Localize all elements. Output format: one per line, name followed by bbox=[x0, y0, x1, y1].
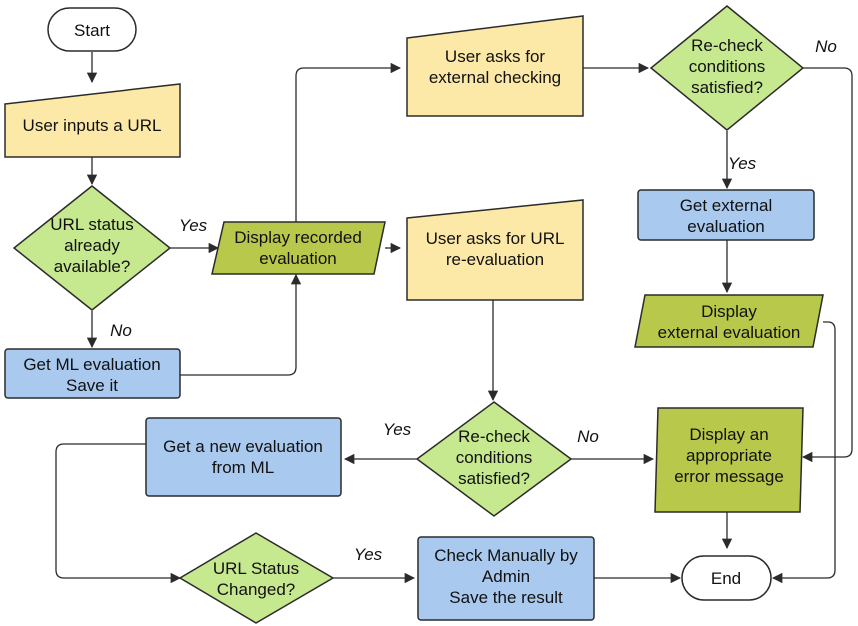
get-new-ml-label-1: Get a new evaluation bbox=[163, 437, 323, 456]
recheck-mid-label-2: conditions bbox=[456, 448, 533, 467]
check-manual-label-1: Check Manually by bbox=[434, 546, 578, 565]
display-external-label-1: Display bbox=[701, 302, 757, 321]
display-error-label-3: error message bbox=[674, 467, 784, 486]
display-external-node: Display external evaluation bbox=[634, 294, 824, 348]
recheck-top-decision: Re-check conditions satisfied? bbox=[649, 5, 805, 131]
get-ml-eval-label-1: Get ML evaluation bbox=[23, 355, 160, 374]
edge-label-yes-top: Yes bbox=[728, 154, 757, 173]
input-url-label: User inputs a URL bbox=[23, 116, 162, 135]
get-external-label-2: evaluation bbox=[687, 217, 765, 236]
recheck-mid-label-1: Re-check bbox=[458, 427, 530, 446]
display-recorded-label-1: Display recorded bbox=[234, 228, 362, 247]
edge-getnew-statuschanged bbox=[55, 443, 182, 584]
input-url-node: User inputs a URL bbox=[4, 83, 181, 158]
check-manual-node: Check Manually by Admin Save the result bbox=[417, 536, 595, 621]
status-changed-decision: URL Status Changed? bbox=[178, 532, 335, 624]
recheck-top-label-1: Re-check bbox=[691, 36, 763, 55]
edges bbox=[55, 52, 853, 584]
get-new-ml-node: Get a new evaluation from ML bbox=[145, 417, 342, 497]
edge-label-yes-changed: Yes bbox=[354, 545, 383, 564]
edge-recheck-error-no bbox=[801, 67, 853, 463]
edge-label-no-status: No bbox=[110, 321, 132, 340]
display-error-label-1: Display an bbox=[689, 425, 768, 444]
edge-label-no-mid: No bbox=[577, 427, 599, 446]
get-ml-eval-label-2: Save it bbox=[66, 376, 118, 395]
check-manual-label-3: Save the result bbox=[449, 588, 563, 607]
ask-reeval-label-2: re-evaluation bbox=[446, 250, 544, 269]
edge-label-no-top: No bbox=[815, 37, 837, 56]
url-status-label-1: URL status bbox=[50, 215, 133, 234]
ask-reeval-node: User asks for URL re-evaluation bbox=[406, 199, 584, 301]
edge-display-askexternal bbox=[295, 62, 402, 222]
check-manual-label-2: Admin bbox=[482, 567, 530, 586]
url-status-label-3: available? bbox=[54, 257, 131, 276]
ask-reeval-label-1: User asks for URL bbox=[426, 229, 565, 248]
edge-getml-display bbox=[180, 273, 302, 376]
recheck-top-label-2: conditions bbox=[689, 57, 766, 76]
end-node: End bbox=[681, 555, 772, 601]
url-status-decision: URL status already available? bbox=[12, 185, 172, 311]
start-node: Start bbox=[47, 7, 137, 52]
start-label: Start bbox=[74, 21, 110, 40]
edge-displayext-end bbox=[771, 321, 836, 584]
display-recorded-label-2: evaluation bbox=[259, 249, 337, 268]
display-error-label-2: appropriate bbox=[686, 446, 772, 465]
get-new-ml-label-2: from ML bbox=[212, 458, 274, 477]
status-changed-label-1: URL Status bbox=[213, 559, 299, 578]
status-changed-label-2: Changed? bbox=[217, 580, 295, 599]
ask-external-node: User asks for external checking bbox=[406, 15, 584, 117]
get-ml-eval-node: Get ML evaluation Save it bbox=[4, 348, 181, 399]
edge-label-yes-mid: Yes bbox=[383, 420, 412, 439]
end-label: End bbox=[711, 569, 741, 588]
display-error-node: Display an appropriate error message bbox=[654, 407, 804, 513]
recheck-mid-label-3: satisfied? bbox=[458, 469, 530, 488]
display-external-label-2: external evaluation bbox=[658, 323, 801, 342]
display-recorded-node: Display recorded evaluation bbox=[211, 221, 386, 275]
recheck-mid-decision: Re-check conditions satisfied? bbox=[415, 401, 573, 517]
get-external-label-1: Get external bbox=[680, 196, 773, 215]
url-status-label-2: already bbox=[64, 236, 120, 255]
get-external-node: Get external evaluation bbox=[637, 189, 815, 241]
recheck-top-label-3: satisfied? bbox=[691, 78, 763, 97]
ask-external-label-1: User asks for bbox=[445, 47, 545, 66]
edge-label-yes-status: Yes bbox=[179, 216, 208, 235]
ask-external-label-2: external checking bbox=[429, 68, 561, 87]
